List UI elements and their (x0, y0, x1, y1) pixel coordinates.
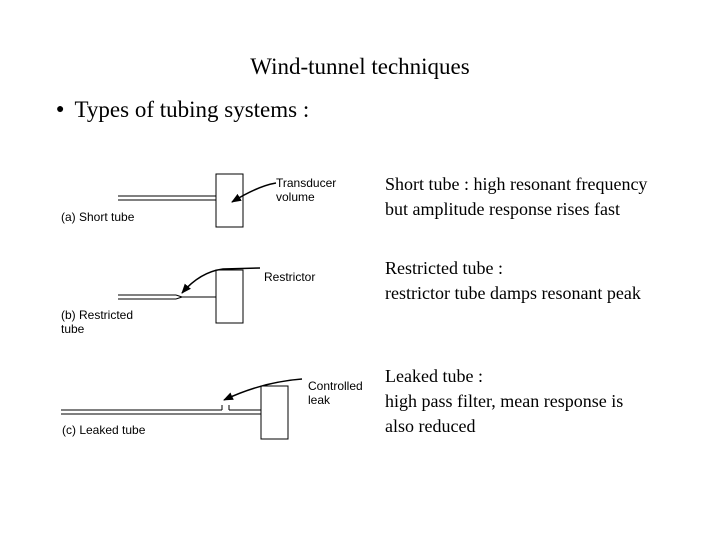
leaked-tube-note-line1: Leaked tube : (385, 366, 483, 386)
restricted-tube-caption-line2: tube (61, 322, 85, 336)
short-tube-caption: (a) Short tube (61, 210, 135, 224)
transducer-volume-label-line1: Transducer (276, 176, 337, 190)
leaked-transducer-box (260, 385, 289, 440)
leaked-tube-note-line3: also reduced (385, 416, 476, 436)
restrictor-arrow (181, 267, 261, 294)
controlled-leak-arrow (223, 378, 303, 401)
transducer-volume-label-line2: volume (276, 190, 315, 204)
leaked-tube-note-line2: high pass filter, mean response is (385, 391, 624, 411)
restricted-tube-caption: (b) Restricted tube (61, 308, 133, 336)
controlled-leak-label: Controlled leak (308, 379, 363, 407)
restricted-tube-note: Restricted tube : restrictor tube damps … (385, 256, 641, 306)
page-title: Wind-tunnel techniques (250, 54, 470, 79)
restricted-tube-caption-line1: (b) Restricted (61, 308, 134, 322)
short-tube-diagram (118, 173, 277, 228)
restricted-transducer-box (215, 269, 244, 324)
restricted-tube-diagram (118, 267, 261, 324)
short-tube-note-line1: Short tube : high resonant frequency (385, 174, 648, 194)
restricted-tube-note-line2: restrictor tube damps resonant peak (385, 283, 641, 303)
restrictor-label: Restrictor (264, 270, 316, 284)
leaked-tube-caption: (c) Leaked tube (62, 423, 146, 437)
controlled-leak-label-line1: Controlled (308, 379, 363, 393)
restrictor-top (175, 294, 183, 298)
transducer-volume-box (215, 173, 244, 228)
leaked-tube-note: Leaked tube : high pass filter, mean res… (385, 364, 623, 439)
controlled-leak-label-line2: leak (308, 393, 331, 407)
leaked-tube-diagram (61, 378, 303, 440)
transducer-volume-label: Transducer volume (276, 176, 336, 204)
short-tube-note-line2: but amplitude response rises fast (385, 199, 620, 219)
bullet-item: ● Types of tubing systems : (56, 97, 309, 123)
bullet-text: Types of tubing systems : (74, 97, 310, 122)
restrictor-bottom (175, 296, 183, 300)
restricted-tube-note-line1: Restricted tube : (385, 258, 503, 278)
bullet-dot-icon: ● (56, 102, 65, 117)
transducer-volume-arrow (231, 182, 277, 203)
short-tube-note: Short tube : high resonant frequency but… (385, 172, 647, 222)
